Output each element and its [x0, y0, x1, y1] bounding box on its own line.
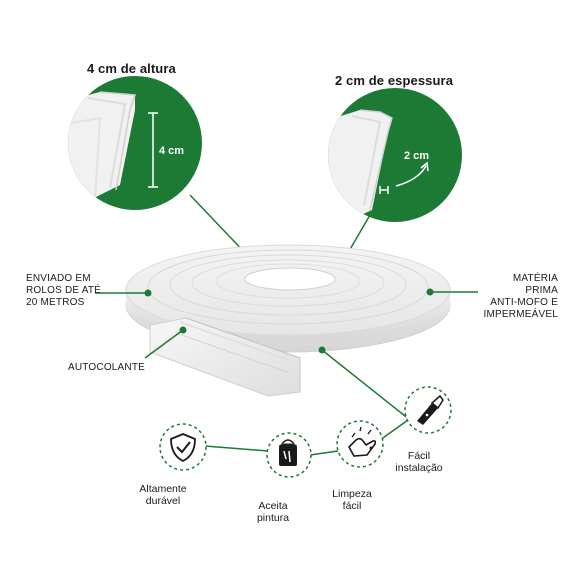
material-label-line: ANTI-MOFO E — [490, 297, 558, 308]
thickness-measure-text: 2 cm — [404, 150, 429, 162]
paint-can-icon — [279, 439, 297, 466]
height-callout-title: 4 cm de altura — [87, 61, 176, 76]
shield-check-icon — [170, 433, 196, 463]
feature-label-paintable: Aceita pintura — [228, 500, 318, 524]
pointer-dot-rolls — [144, 289, 152, 297]
feature-label-line: fácil — [342, 500, 362, 512]
feature-durable — [159, 423, 207, 471]
material-label: MATÉRIA PRIMA ANTI-MOFO E IMPERMEÁVEL — [482, 273, 558, 321]
feature-connector — [204, 419, 409, 456]
feature-paintable — [266, 432, 312, 478]
rolls-label-line: 20 METROS — [26, 297, 85, 308]
pointer-line-adhesive — [144, 329, 184, 359]
magnifier-thickness: 2 cm — [328, 88, 462, 222]
feature-label-line: Fácil — [407, 450, 431, 462]
pointer-dot-material — [426, 288, 434, 296]
feature-label-easy-clean: Limpeza fácil — [307, 488, 397, 512]
thickness-callout-title: 2 cm de espessura — [335, 73, 454, 88]
rolls-label: ENVIADO EM ROLOS DE ATÉ 20 METROS — [26, 273, 101, 309]
material-label-line: IMPERMEÁVEL — [483, 309, 558, 320]
feature-label-line: pintura — [256, 512, 290, 524]
feature-easy-install — [404, 386, 452, 434]
cleaning-hands-icon — [348, 426, 377, 457]
material-label-line: MATÉRIA PRIMA — [512, 273, 558, 296]
magnifier-height: 4 cm — [68, 76, 202, 210]
feature-label-line: Altamente — [139, 483, 187, 495]
baseboard-roll — [125, 244, 451, 397]
rolls-label-line: ROLOS DE ATÉ — [26, 285, 102, 296]
feature-label-line: instalação — [395, 462, 443, 474]
feature-label-line: Limpeza — [332, 488, 372, 500]
feature-label-easy-install: Fácil instalação — [374, 450, 464, 474]
feature-label-line: Aceita — [258, 500, 288, 512]
pointer-dot-adhesive — [179, 326, 187, 334]
feature-easy-clean — [336, 420, 384, 468]
pointer-line-features — [321, 349, 411, 421]
adhesive-label: AUTOCOLANTE — [68, 362, 146, 373]
utility-knife-icon — [417, 394, 444, 425]
feature-label-line: durável — [145, 495, 181, 507]
height-measure-text: 4 cm — [159, 145, 184, 157]
rolls-label-line: ENVIADO EM — [26, 273, 91, 284]
feature-label-durable: Altamente durável — [118, 483, 208, 507]
